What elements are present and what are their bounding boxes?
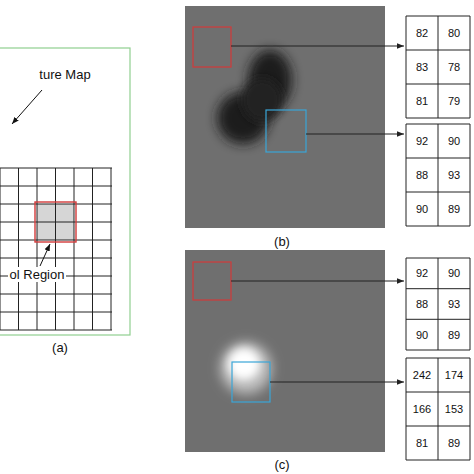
table-cell: 83	[416, 61, 428, 73]
table-cell: 80	[448, 27, 460, 39]
leader-arrow	[12, 90, 42, 124]
subfigure-label: (c)	[274, 457, 289, 472]
table-cell: 89	[448, 203, 460, 215]
table-cell: 93	[448, 298, 460, 310]
pointer-arrow	[231, 46, 404, 382]
patch-image	[185, 6, 385, 228]
table-cell: 81	[416, 437, 428, 449]
subfigure-label: (a)	[52, 340, 68, 355]
table-cell: 81	[416, 95, 428, 107]
table-cell: 82	[416, 27, 428, 39]
table-cell: 242	[413, 369, 431, 381]
table-cell: 92	[416, 267, 428, 279]
patch-image	[185, 250, 385, 452]
feature-grid	[0, 168, 112, 330]
table-cell: 90	[448, 267, 460, 279]
value-table	[406, 16, 470, 460]
panel-label: ture Map	[39, 67, 90, 82]
subfigure-label: (b)	[274, 234, 290, 249]
panel-frame	[0, 48, 130, 335]
table-cell: 89	[448, 329, 460, 341]
table-cell: 90	[448, 135, 460, 147]
leader-arrow	[40, 244, 50, 266]
table-cell: 174	[445, 369, 463, 381]
table-cell: 93	[448, 169, 460, 181]
table-cell: 79	[448, 95, 460, 107]
table-cell: 78	[448, 61, 460, 73]
table-cell: 89	[448, 437, 460, 449]
panel-label: ol Region	[8, 267, 67, 282]
table-cell: 90	[416, 203, 428, 215]
table-cell: 88	[416, 169, 428, 181]
table-cell: 90	[416, 329, 428, 341]
table-cell: 92	[416, 135, 428, 147]
table-cell: 88	[416, 298, 428, 310]
table-cell: 153	[445, 403, 463, 415]
table-cell: 166	[413, 403, 431, 415]
